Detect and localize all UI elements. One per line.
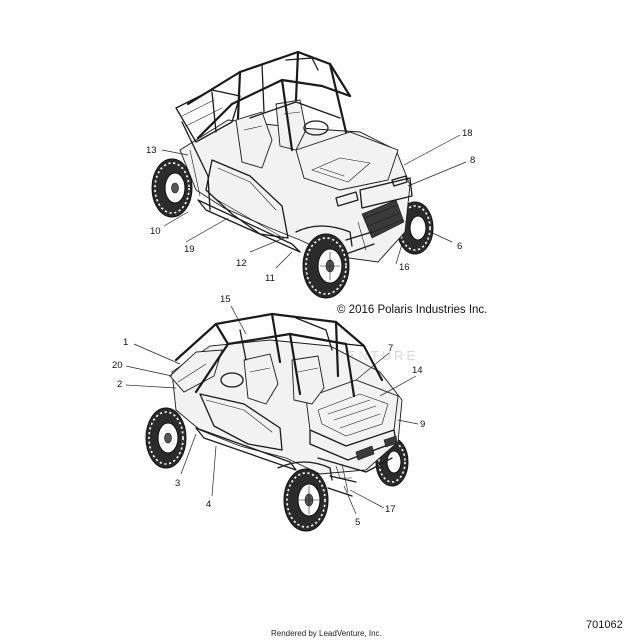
callout-15: 15 [220, 294, 231, 305]
callout-13: 13 [146, 145, 157, 156]
top-leader-lines [161, 134, 467, 269]
callout-8: 8 [470, 155, 475, 166]
wheel-front-left-rear-view [145, 407, 187, 469]
callout-11: 11 [265, 273, 275, 284]
wheel-rear-left-rear-view [283, 468, 329, 532]
callout-10: 10 [150, 226, 161, 237]
top-callouts: 13 18 8 10 19 12 11 6 16 [146, 128, 475, 284]
callout-20: 20 [112, 360, 123, 371]
wheel-rear-left [151, 158, 193, 218]
callout-16: 16 [399, 262, 410, 273]
callout-7: 7 [388, 343, 393, 354]
callout-9: 9 [420, 419, 425, 430]
vehicle-front-view [151, 50, 434, 299]
copyright-notice: © 2016 Polaris Industries Inc. [337, 304, 488, 316]
callout-4: 4 [206, 499, 211, 510]
wheel-front-left [302, 233, 350, 299]
callout-2: 2 [117, 379, 122, 390]
callout-17: 17 [385, 504, 396, 515]
callout-19: 19 [184, 244, 195, 255]
vehicle-rear-view [145, 312, 409, 532]
callout-1: 1 [123, 337, 128, 348]
callout-5: 5 [355, 517, 360, 528]
callout-3: 3 [175, 478, 180, 489]
callout-18: 18 [462, 128, 473, 139]
render-credit: Rendered by LeadVenture, Inc. [271, 629, 382, 638]
callout-6: 6 [457, 241, 462, 252]
bottom-leader-lines [125, 305, 419, 515]
drawing-number: 701062 [586, 619, 623, 631]
callout-12: 12 [236, 258, 247, 269]
bottom-callouts: 15 1 20 2 7 14 9 3 4 5 17 [112, 294, 425, 528]
callout-14: 14 [412, 365, 423, 376]
